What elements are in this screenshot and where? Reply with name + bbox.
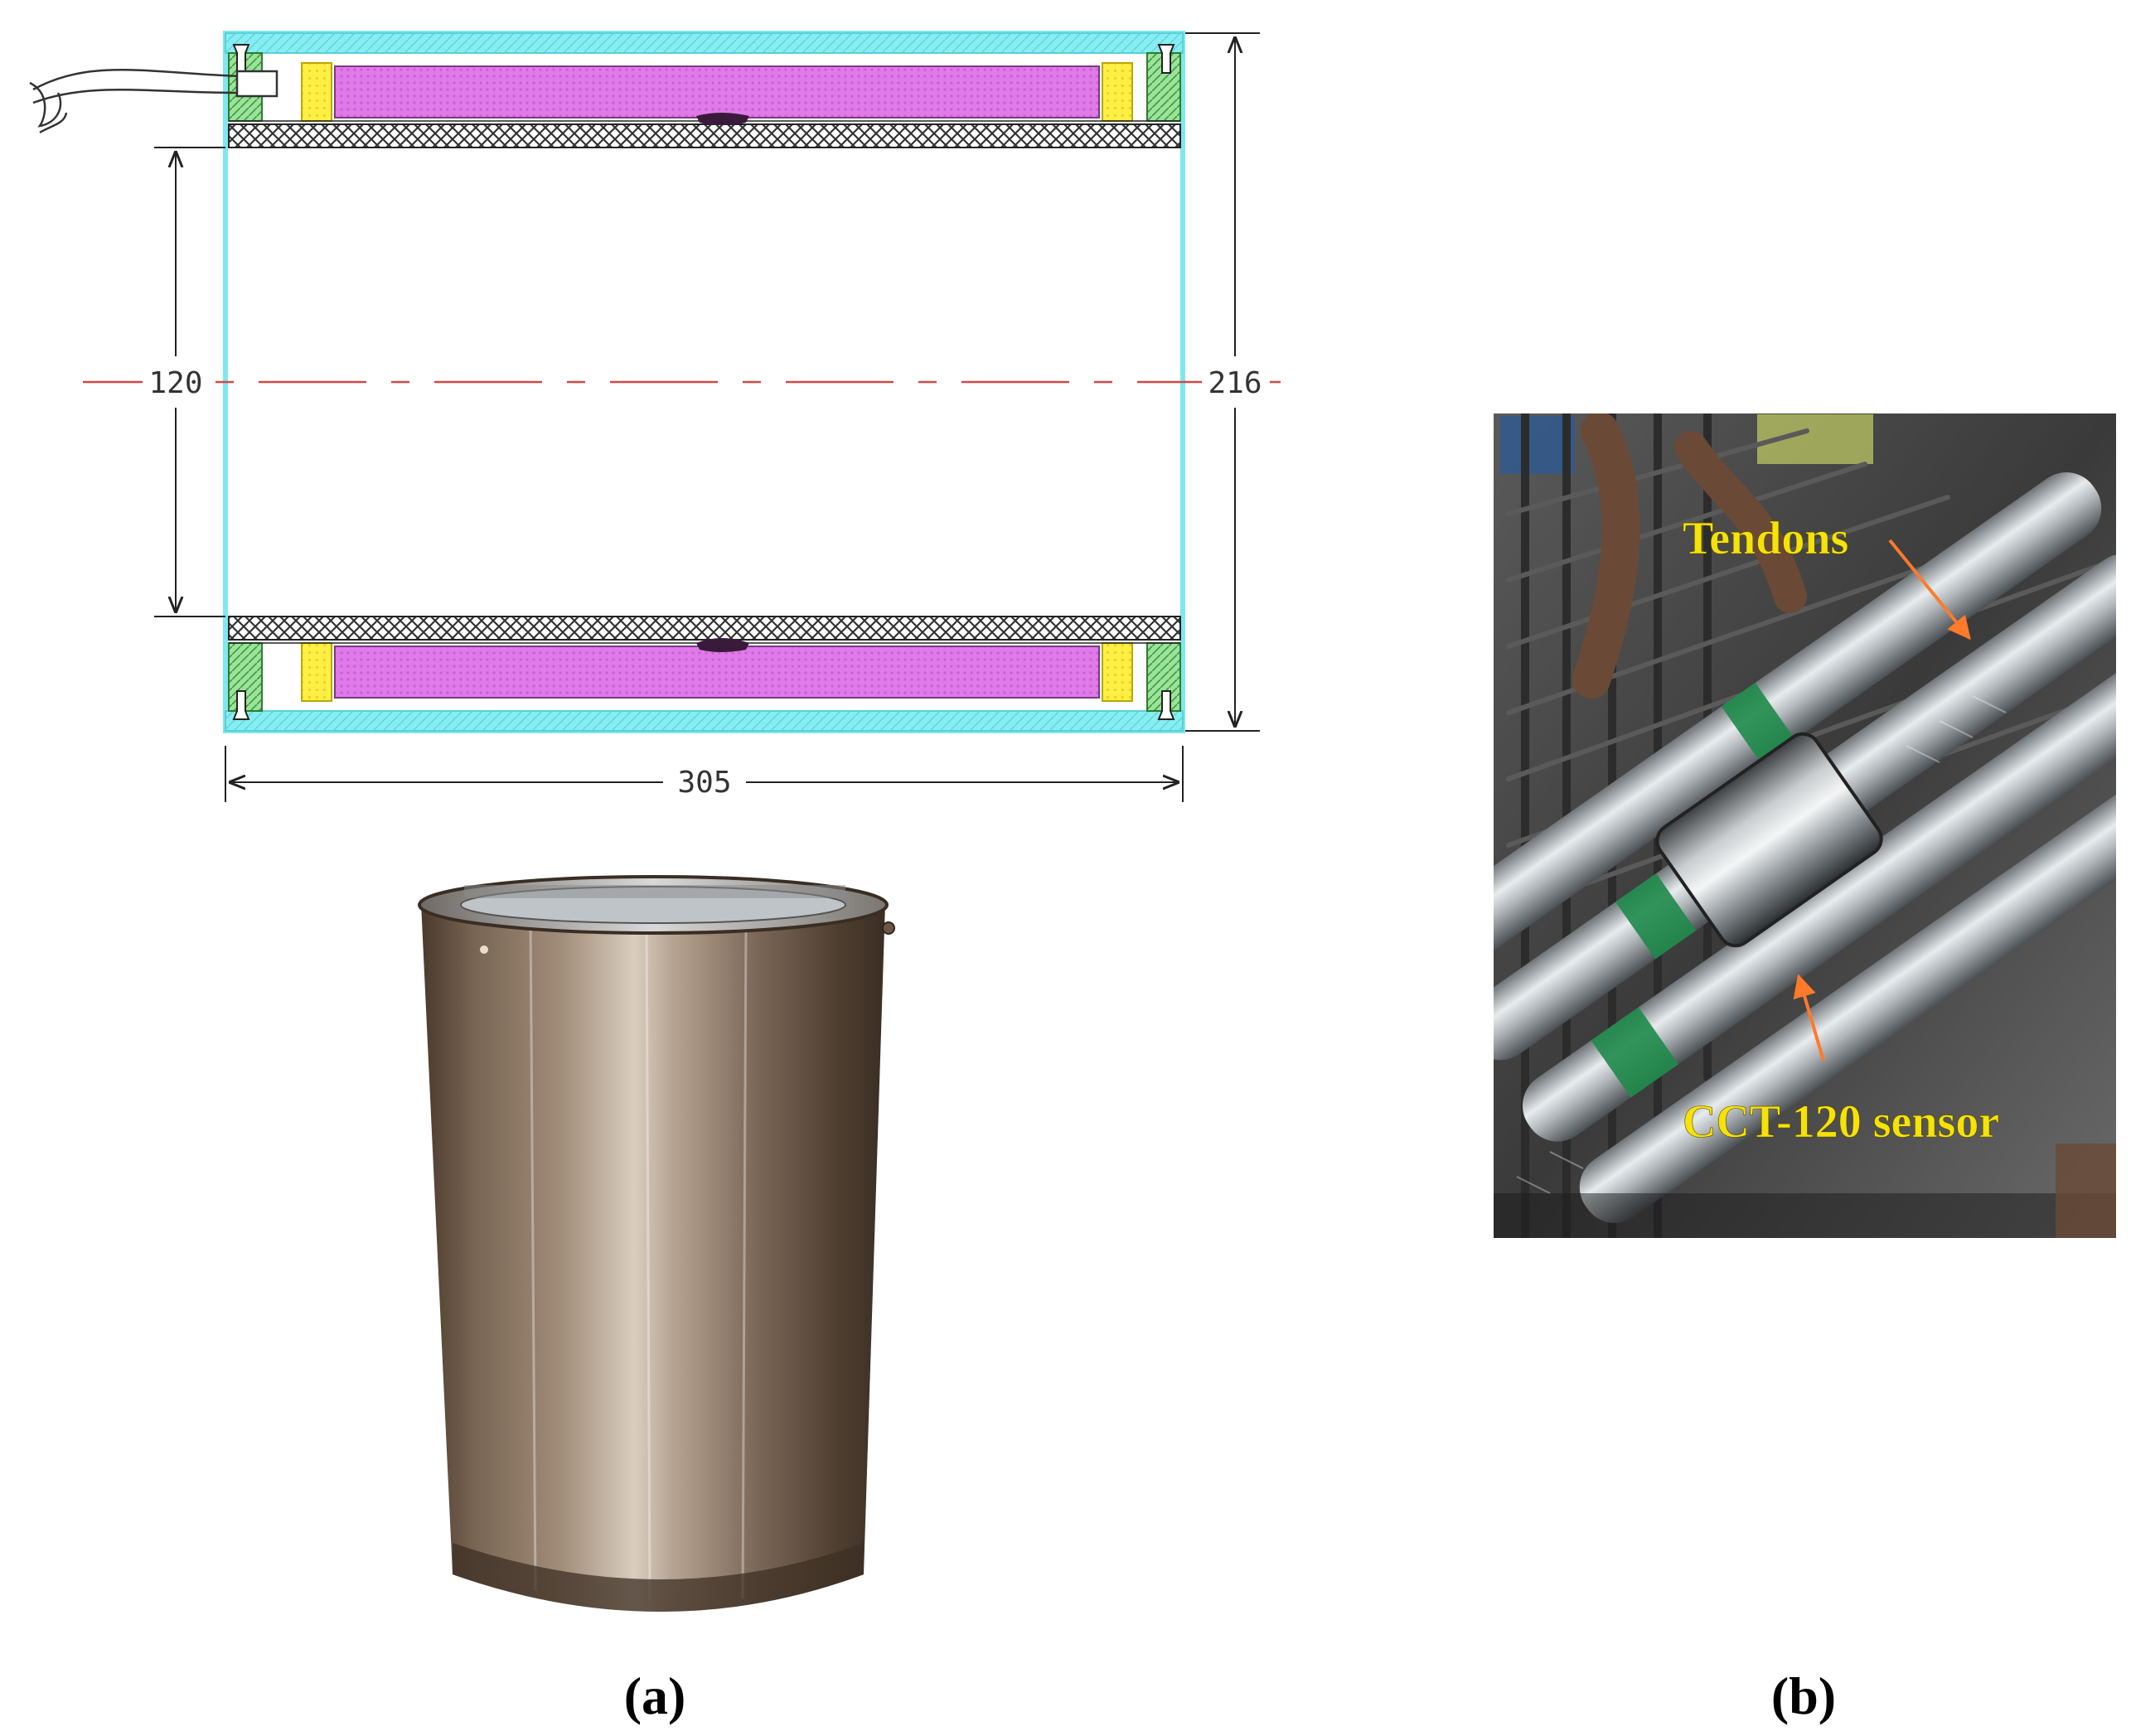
spacer-bottom-right [1102,642,1133,702]
tendons-arrow [1888,539,1971,641]
installed-sensor [1655,732,1883,948]
sensor-arrow [1793,974,1825,1061]
cable-icon [29,69,241,134]
label-sensor: CCT-120 sensor [1683,1096,1999,1148]
sensor-housing-photo [418,875,895,1612]
spacer-top-right [1102,62,1133,122]
sensor-cross-section-drawing: 120 216 305 [29,31,1281,802]
cable-connector [235,70,278,98]
housing-top-wall [225,32,1184,54]
spacer-bottom-left [301,642,332,702]
bobbin-top [228,123,1181,148]
installation-photo: Tendons CCT-120 sensor [1494,413,2116,1238]
inner-diameter-dimension: 120 [143,147,225,617]
dim-label-length: 305 [677,766,731,800]
coil-winding-bottom [334,646,1100,699]
spacer-top-left [301,62,332,122]
cylinder-body [421,903,885,1612]
label-tendons: Tendons [1683,513,1848,564]
coil-winding-top [334,65,1100,118]
lead-bump-top [696,113,749,125]
dim-label-inner-diameter: 120 [148,366,202,400]
caption-b: (b) [1771,1666,1836,1725]
caption-a: (a) [624,1666,686,1725]
screw-icon [232,44,1175,720]
dim-label-outer-diameter: 216 [1208,366,1262,400]
outer-diameter-dimension: 216 [1185,32,1270,732]
bobbin-bottom [228,616,1181,641]
length-dimension: 305 [225,746,1184,802]
lead-bump-bottom [696,638,749,652]
housing-bottom-wall [225,710,1184,732]
